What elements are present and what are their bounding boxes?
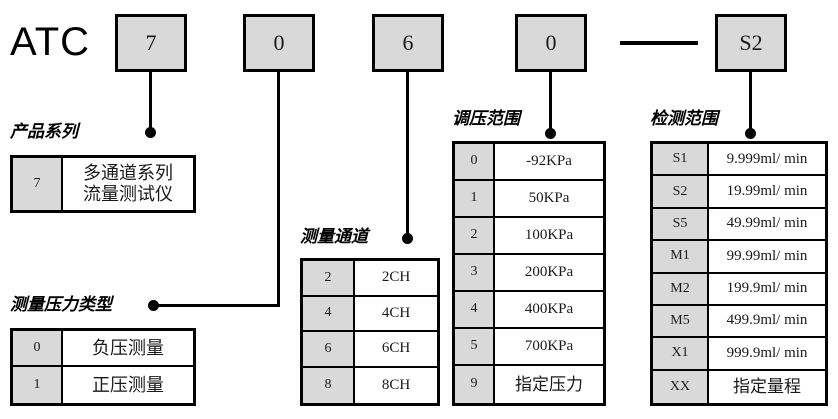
table-row[interactable]: 3 200KPa [455, 254, 603, 292]
cell-key: M1 [653, 241, 709, 272]
connector-dot-pressure-range [545, 128, 556, 139]
connector-channels [406, 72, 409, 238]
cell-key: 0 [455, 144, 495, 179]
cell-key: M2 [653, 273, 709, 304]
cell-key: 4 [455, 291, 495, 327]
connector-pressure-range [549, 72, 552, 133]
table-row[interactable]: 8 8CH [303, 367, 437, 403]
table-pressure-type: 0 负压测量 1 正压测量 [10, 328, 196, 406]
cell-value: 50KPa [495, 180, 603, 216]
cell-key: 2 [303, 261, 355, 295]
connector-pressure-type-vertical [277, 72, 280, 306]
cell-key: 5 [455, 328, 495, 364]
cell-value: -92KPa [495, 144, 603, 179]
cell-value: 8CH [355, 367, 437, 403]
cell-key: 4 [303, 296, 355, 330]
table-series: 7 多通道系列 流量测试仪 [10, 155, 196, 213]
cell-key: M5 [653, 305, 709, 337]
table-row[interactable]: S1 9.999ml/ min [653, 144, 825, 177]
table-row[interactable]: 4 4CH [303, 296, 437, 332]
cell-key: 9 [455, 365, 495, 403]
table-row[interactable]: 2 2CH [303, 261, 437, 297]
cell-key: XX [653, 370, 709, 403]
cell-value: 指定量程 [709, 370, 825, 403]
cell-key: 6 [303, 332, 355, 366]
cell-value: 2CH [355, 261, 437, 295]
cell-value: 多通道系列 流量测试仪 [63, 158, 193, 210]
table-row[interactable]: M2 199.9ml/ min [653, 273, 825, 306]
cell-value: 正压测量 [63, 367, 193, 403]
cell-value: 9.999ml/ min [709, 144, 825, 175]
table-row[interactable]: 9 指定压力 [455, 365, 603, 403]
cell-key: 2 [455, 217, 495, 253]
table-row[interactable]: 0 负压测量 [13, 331, 193, 367]
cell-key: 1 [13, 367, 63, 403]
code-box-series[interactable]: 7 [115, 14, 187, 72]
table-channels: 2 2CH 4 4CH 6 6CH 8 8CH [300, 258, 440, 406]
cell-value: 4CH [355, 296, 437, 330]
connector-dot-channels [402, 233, 413, 244]
cell-value: 499.9ml/ min [709, 305, 825, 337]
cell-value: 99.99ml/ min [709, 241, 825, 272]
cell-value: 100KPa [495, 217, 603, 253]
connector-series [149, 72, 152, 132]
table-row[interactable]: 1 正压测量 [13, 367, 193, 403]
caption-channels: 测量通道 [300, 227, 368, 246]
separator-dash-icon [620, 41, 698, 45]
connector-dot-series [145, 127, 156, 138]
connector-detection-range [749, 72, 752, 133]
cell-key: S2 [653, 176, 709, 207]
cell-value: 49.99ml/ min [709, 208, 825, 240]
caption-pressure-type: 测量压力类型 [10, 295, 112, 314]
table-row[interactable]: 5 700KPa [455, 328, 603, 366]
cell-value: 200KPa [495, 254, 603, 290]
code-box-channels[interactable]: 6 [372, 14, 444, 72]
table-row[interactable]: S2 19.99ml/ min [653, 176, 825, 209]
table-row[interactable]: M5 499.9ml/ min [653, 305, 825, 339]
table-row[interactable]: 0 -92KPa [455, 144, 603, 181]
caption-pressure-range: 调压范围 [452, 109, 520, 128]
connector-dot-pressure-type [148, 300, 159, 311]
cell-key: X1 [653, 338, 709, 369]
connector-dot-detection-range [745, 128, 756, 139]
table-detection-range: S1 9.999ml/ min S2 19.99ml/ min S5 49.99… [650, 141, 828, 406]
cell-key: S1 [653, 144, 709, 175]
brand-label: ATC [10, 20, 91, 64]
cell-key: 0 [13, 331, 63, 365]
caption-series: 产品系列 [10, 122, 78, 141]
table-row[interactable]: 1 50KPa [455, 180, 603, 218]
cell-value: 400KPa [495, 291, 603, 327]
code-box-pressure-range[interactable]: 0 [515, 14, 587, 72]
table-row[interactable]: 6 6CH [303, 332, 437, 368]
code-box-pressure-type[interactable]: 0 [243, 14, 315, 72]
cell-key: 3 [455, 254, 495, 290]
cell-value: 700KPa [495, 328, 603, 364]
cell-value: 6CH [355, 332, 437, 366]
code-box-detection-range[interactable]: S2 [715, 14, 787, 72]
cell-key: S5 [653, 208, 709, 240]
cell-value: 199.9ml/ min [709, 273, 825, 304]
table-row[interactable]: X1 999.9ml/ min [653, 338, 825, 371]
table-row[interactable]: S5 49.99ml/ min [653, 208, 825, 242]
cell-value: 999.9ml/ min [709, 338, 825, 369]
cell-value: 负压测量 [63, 331, 193, 365]
cell-key: 8 [303, 367, 355, 403]
table-row[interactable]: M1 99.99ml/ min [653, 241, 825, 274]
table-row[interactable]: 4 400KPa [455, 291, 603, 329]
table-row[interactable]: 7 多通道系列 流量测试仪 [13, 158, 193, 210]
cell-value: 19.99ml/ min [709, 176, 825, 207]
table-row[interactable]: XX 指定量程 [653, 370, 825, 403]
table-pressure-range: 0 -92KPa 1 50KPa 2 100KPa 3 200KPa 4 400… [452, 141, 606, 406]
table-row[interactable]: 2 100KPa [455, 217, 603, 255]
caption-detection-range: 检测范围 [650, 109, 718, 128]
cell-value: 指定压力 [495, 365, 603, 403]
connector-pressure-type-horizontal [152, 304, 280, 307]
cell-key: 7 [13, 158, 63, 210]
cell-key: 1 [455, 180, 495, 216]
